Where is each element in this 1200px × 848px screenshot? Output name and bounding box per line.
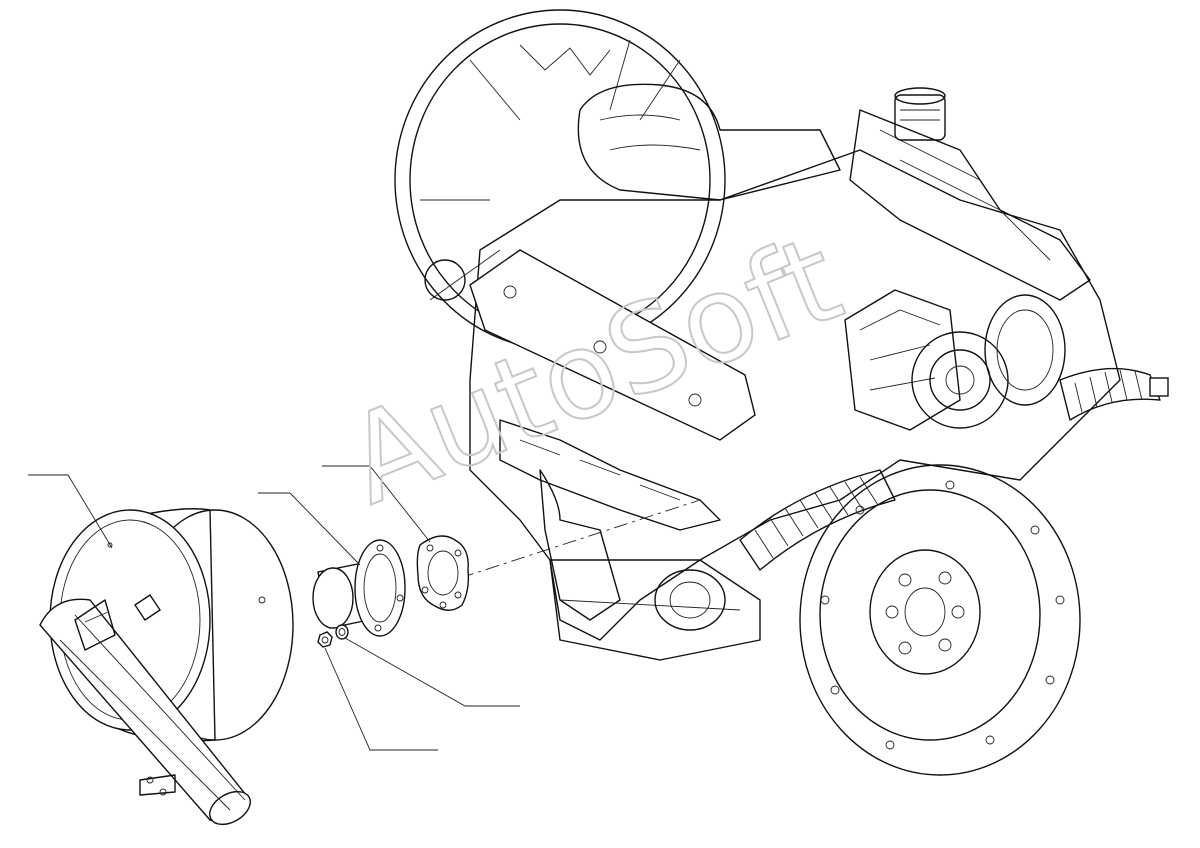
assembly-axis-line	[459, 499, 701, 579]
washer	[335, 624, 349, 640]
flywheel-housing	[799, 464, 1081, 776]
nut	[317, 631, 333, 648]
leader-line-nut	[324, 647, 438, 751]
leader-line-washer	[344, 637, 520, 707]
turbocharger	[911, 294, 1066, 429]
exhaust-pipe	[312, 539, 406, 637]
leader-lines	[28, 465, 520, 751]
engine-assembly	[394, 9, 1169, 776]
leader-line-gasket	[322, 465, 431, 543]
valve-cover-left	[469, 249, 756, 441]
gasket	[416, 535, 470, 611]
leader-line-muffler	[28, 474, 113, 549]
oil-filler-cap	[894, 87, 946, 141]
corrugated-hose-front	[739, 469, 896, 571]
corrugated-hose-right	[1059, 367, 1169, 421]
muffler	[39, 508, 294, 826]
watermark-text: AutoSoft	[329, 210, 859, 532]
leader-line-exhaust-pipe	[258, 492, 361, 566]
